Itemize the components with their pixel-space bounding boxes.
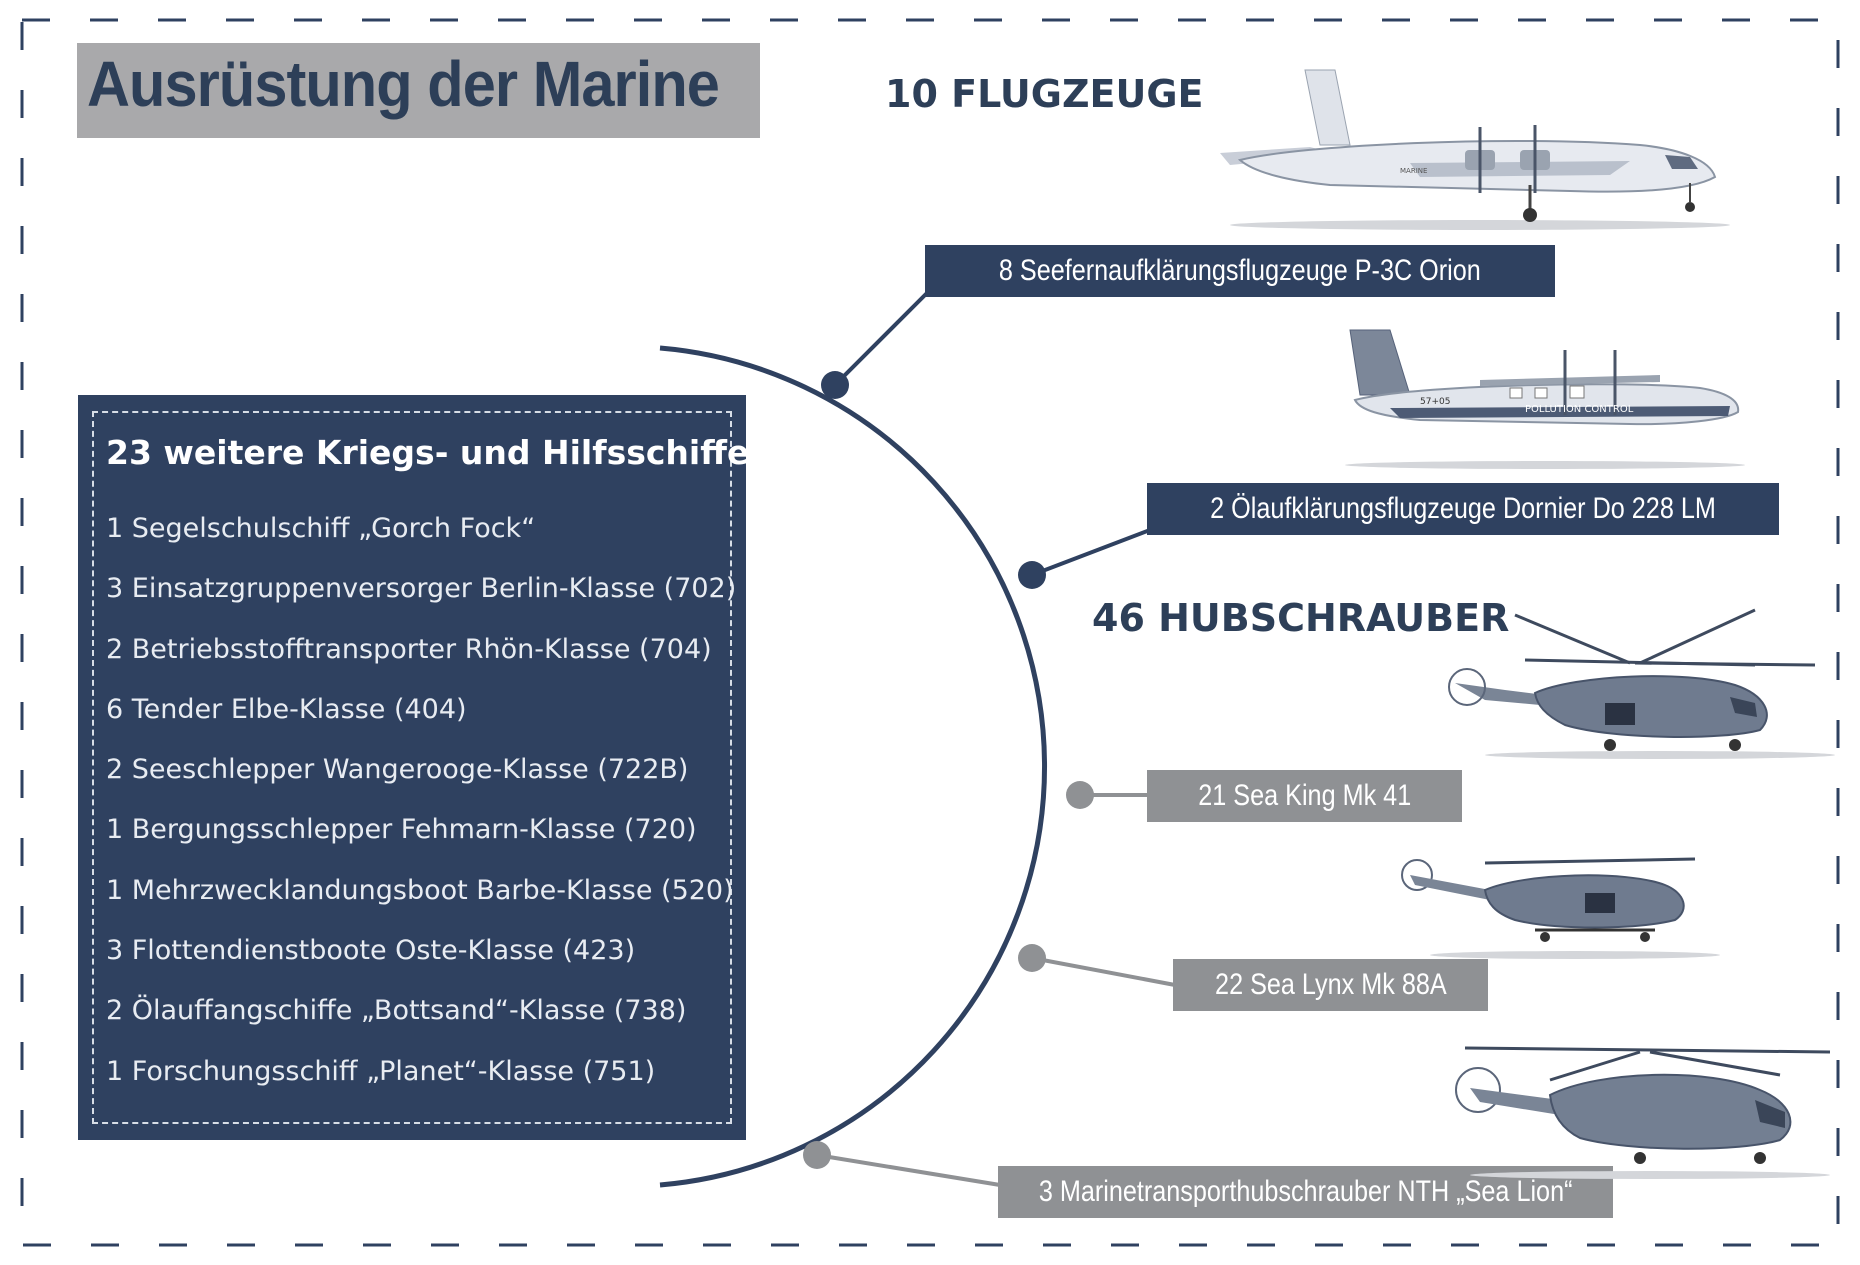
label-p3c-orion: 8 Seefernaufklärungsflugzeuge P-3C Orion xyxy=(925,245,1555,297)
list-item: 2 Seeschlepper Wangerooge-Klasse (722B) xyxy=(106,754,689,786)
ships-panel: 23 weitere Kriegs- und Hilfsschiffe 1 Se… xyxy=(78,395,750,1140)
p3c-orion-aircraft-image: MARINE xyxy=(1220,69,1730,230)
connector-lynx xyxy=(1031,956,1176,987)
node-do228 xyxy=(1018,561,1046,589)
sea-king-helicopter-image xyxy=(1448,608,1835,759)
list-item: 1 Forschungsschiff „Planet“-Klasse (751) xyxy=(106,1055,656,1087)
helicopter-heading: 46 HUBSCHRAUBER xyxy=(1092,596,1510,640)
label-sea-lynx: 22 Sea Lynx Mk 88A xyxy=(1173,959,1488,1011)
node-nth xyxy=(803,1141,831,1169)
aircraft-heading: 10 FLUGZEUGE xyxy=(885,72,1204,116)
dashed-frame xyxy=(20,18,1840,1247)
list-item: 6 Tender Elbe-Klasse (404) xyxy=(106,693,467,725)
list-item: 1 Segelschulschiff „Gorch Fock“ xyxy=(106,513,536,544)
connector-do228 xyxy=(1031,528,1151,577)
dornier-do228-aircraft-image: 57+05 POLLUTION CONTROL xyxy=(1345,329,1745,469)
node-p3c xyxy=(821,371,849,399)
list-item: 1 Bergungsschlepper Fehmarn-Klasse (720) xyxy=(106,814,697,846)
list-item: 1 Mehrzwecklandungsboot Barbe-Klasse (52… xyxy=(106,874,734,906)
node-lynx xyxy=(1018,944,1046,972)
ships-list: 1 Segelschulschiff „Gorch Fock“ 3 Einsat… xyxy=(106,513,736,1116)
node-seaking xyxy=(1066,781,1094,809)
connector-nth xyxy=(816,1153,1001,1187)
list-item: 2 Betriebsstofftransporter Rhön-Klasse (… xyxy=(106,633,712,665)
connector-arc xyxy=(659,345,1048,1188)
connector-p3c xyxy=(833,288,932,387)
list-item: 3 Einsatzgruppenversorger Berlin-Klasse … xyxy=(106,573,737,605)
title-box: Ausrüstung der Marine xyxy=(77,43,760,138)
list-item: 2 Ölauffangschiffe „Bottsand“-Klasse (73… xyxy=(106,995,687,1027)
sea-lynx-helicopter-image xyxy=(1401,857,1720,959)
ships-panel-dashed-border xyxy=(92,411,732,1124)
label-dornier-do228: 2 Ölaufklärungsflugzeuge Dornier Do 228 … xyxy=(1147,483,1779,535)
svg-text:POLLUTION CONTROL: POLLUTION CONTROL xyxy=(1525,404,1634,415)
page-title: Ausrüstung der Marine xyxy=(87,48,720,120)
list-item: 3 Flottendienstboote Oste-Klasse (423) xyxy=(106,935,636,967)
nth-sea-lion-helicopter-image xyxy=(1455,1046,1831,1179)
ships-heading: 23 weitere Kriegs- und Hilfsschiffe xyxy=(106,433,750,472)
svg-text:MARINE: MARINE xyxy=(1400,167,1427,175)
svg-text:57+05: 57+05 xyxy=(1420,397,1450,407)
label-sea-king: 21 Sea King Mk 41 xyxy=(1147,770,1462,822)
